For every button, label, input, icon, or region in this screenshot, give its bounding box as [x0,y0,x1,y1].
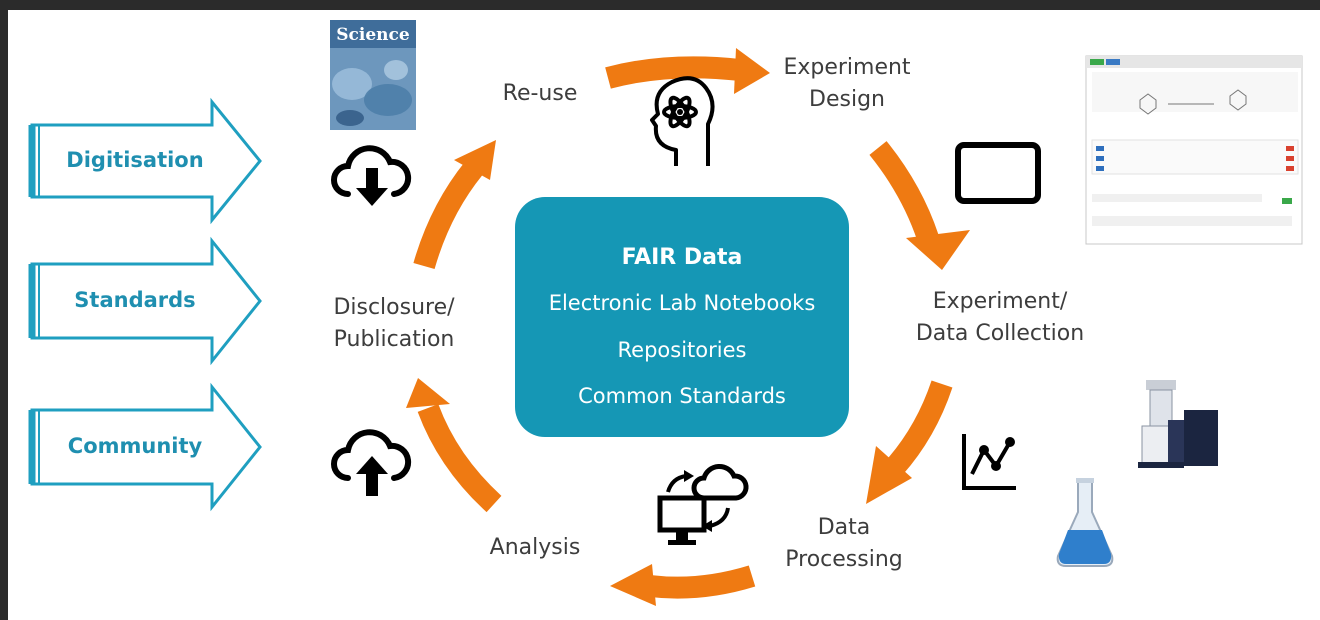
brain-atom-nucleus [677,109,683,115]
erlenmeyer-flask [1056,478,1114,567]
stage-label-processing-line1: Data [817,515,871,540]
cycle-arrow-disclosure-to-reuse [413,161,483,270]
tablet-icon [955,142,1041,204]
side-label-digitisation: Digitisation [66,148,204,172]
fair-data-line-eln: Electronic Lab Notebooks [548,291,816,315]
fair-data-box: FAIR Data Electronic Lab Notebooks Repos… [515,197,849,437]
arrowhead-design [734,48,770,94]
cycle-arrow-analysis-to-disclosure [417,404,502,513]
cycle-arrow-collection-to-processing [885,380,953,476]
computer-cloud-sync-icon [657,464,749,545]
cloud-download-icon [331,145,412,206]
side-arrow-community [28,382,262,512]
arrowhead-collection [906,230,970,270]
stage-label-processing-line2: Processing [785,547,903,572]
line-chart-icon [962,434,1016,490]
arrowhead-processing [866,446,912,504]
nmr-spectrometer [1138,380,1218,468]
stage-label-disclosure-line2: Publication [333,327,455,352]
fair-data-line-standards: Common Standards [578,384,786,408]
stage-label-disclosure-line1: Disclosure/ [333,295,455,320]
stage-label-analysis: Analysis [489,535,581,560]
cycle-arrow-reuse-to-design [605,56,742,89]
stage-label-collection-line1: Experiment/ [932,289,1068,314]
side-arrow-digitisation [28,97,262,225]
cycle-arrow-processing-to-analysis [648,565,756,599]
line-chart-points [979,437,1015,471]
fair-data-line-repositories: Repositories [617,338,747,362]
arrowhead-analysis [610,564,656,606]
cloud-upload-icon [331,429,412,496]
stage-label-design-line1: Experiment [783,55,911,80]
stage-label-reuse: Re-use [502,81,578,106]
fair-data-title: FAIR Data [621,245,743,270]
arrowhead-reuse [454,140,496,180]
journal-cover-image [330,20,416,130]
eln-screenshot [1085,55,1303,245]
journal-cover-title: Science [336,25,410,45]
side-label-community: Community [67,434,203,458]
cycle-arrow-design-to-collection [869,141,939,242]
side-label-standards: Standards [74,288,196,312]
side-arrow-standards [28,236,262,366]
arrowhead-disclosure [406,378,450,408]
stage-label-collection-line2: Data Collection [915,321,1085,346]
brain-atom-icon [650,76,715,166]
stage-label-design-line2: Design [809,87,885,112]
